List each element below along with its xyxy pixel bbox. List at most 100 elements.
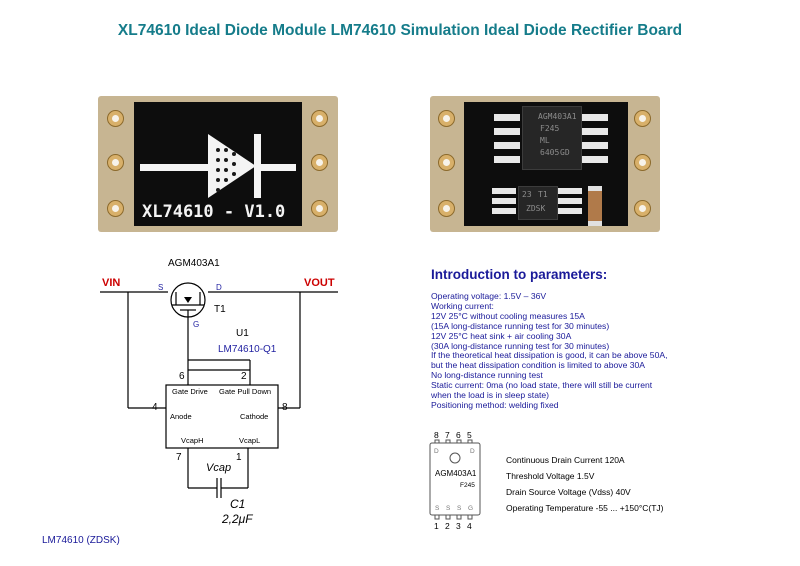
chip-pad	[492, 188, 516, 194]
params-line: 12V 25°C without cooling measures 15A	[431, 310, 585, 321]
params-title: Introduction to parameters:	[431, 267, 608, 282]
ic-pin-gate-drive: Gate Drive	[172, 387, 208, 396]
page-title: XL74610 Ideal Diode Module LM74610 Simul…	[117, 22, 683, 39]
pin-8-label: 8	[282, 402, 288, 413]
mounting-hole	[634, 110, 651, 127]
mounting-hole	[107, 154, 124, 171]
chip1-marking: ML	[540, 136, 550, 145]
mounting-hole	[107, 110, 124, 127]
chip2-marking: 23	[522, 190, 532, 199]
specs-list: Continuous Drain Current 120A Threshold …	[506, 452, 664, 516]
pin-4-label: 4	[152, 402, 158, 413]
transistor-ref: T1	[214, 304, 226, 315]
package-pin-label: 5	[467, 430, 472, 440]
mounting-hole	[634, 154, 651, 171]
params-line: Working current:	[431, 300, 494, 311]
package-pin-label: 7	[445, 430, 450, 440]
board-silkscreen-label: XL74610 - V1.0	[142, 202, 286, 222]
chip-pad	[494, 114, 520, 121]
capacitor-ref: C1	[230, 497, 246, 511]
chip-pad	[582, 142, 608, 149]
board-back-photo: AGM403A1 F245 ML 6405 GD 23 T1 ZDSK	[430, 96, 660, 232]
smd-capacitor	[588, 186, 602, 226]
drain-pin-label: D	[216, 283, 222, 292]
chip-pad	[494, 142, 520, 149]
params-list: Operating voltage: 1.5V – 36V Working cu…	[431, 291, 668, 411]
gate-pin-label: G	[193, 320, 200, 329]
pin-7-label: 7	[176, 452, 182, 463]
package-pin-label: 1	[434, 521, 439, 531]
chip-pad	[492, 208, 516, 214]
package-pin-label: 4	[467, 521, 472, 531]
spec-line: Threshold Voltage 1.5V	[506, 471, 595, 481]
source-pin-label: S	[158, 283, 164, 292]
vout-label: VOUT	[304, 277, 335, 289]
chip-pad	[494, 156, 520, 163]
package-s-label: S	[435, 505, 440, 512]
package-s-label: S	[446, 505, 451, 512]
chip-pad	[558, 198, 582, 204]
ic-pin-cathode: Cathode	[240, 412, 269, 421]
spec-line: Operating Temperature -55 ... +150°C(TJ)	[506, 503, 664, 513]
params-line: No long-distance running test	[431, 370, 543, 381]
package-pin-label: 3	[456, 521, 461, 531]
ic-part-label: LM74610-Q1	[218, 344, 277, 355]
params-line: (30A long-distance running test for 30 m…	[431, 340, 610, 351]
ic-pin-gate-pull-down: Gate Pull Down	[219, 387, 272, 396]
package-s-label: S	[457, 505, 462, 512]
vin-label: VIN	[102, 277, 121, 289]
chip1-marking: GD	[560, 148, 570, 157]
pin-2-label: 2	[241, 371, 247, 382]
ic-ref: U1	[236, 328, 249, 339]
mounting-hole	[438, 200, 455, 217]
mosfet-chip	[522, 106, 582, 170]
chip-pad	[558, 188, 582, 194]
vcap-label: Vcap	[206, 462, 232, 474]
package-pin-label: 2	[445, 521, 450, 531]
ic-pin-vcapl: VcapL	[239, 436, 261, 445]
chip-pad	[582, 156, 608, 163]
ic-pin-vcaph: VcapH	[181, 436, 204, 445]
package-d-label: D	[470, 448, 475, 455]
footer-label: LM74610 (ZDSK)	[42, 535, 120, 546]
params-line: when the load is in sleep state)	[431, 390, 549, 401]
chip1-marking: AGM403A1	[538, 112, 577, 121]
package-g-label: G	[468, 505, 474, 512]
mounting-hole	[311, 110, 328, 127]
pin-6-label: 6	[179, 371, 185, 382]
package-pin-label: 8	[434, 430, 439, 440]
pin-1-label: 1	[236, 452, 242, 463]
package-pin-label: 6	[456, 430, 461, 440]
diode-symbol-icon	[140, 134, 296, 198]
params-line: Operating voltage: 1.5V – 36V	[431, 291, 547, 301]
params-line: Static current: 0ma (no load state, ther…	[431, 380, 653, 391]
chip-pad	[492, 198, 516, 204]
chip-pad	[582, 128, 608, 135]
chip1-marking: 6405	[540, 148, 560, 157]
chip2-marking: T1	[538, 190, 548, 199]
mounting-hole	[311, 154, 328, 171]
chip-pad	[494, 128, 520, 135]
package-marking: AGM403A1	[435, 469, 477, 478]
controller-chip	[518, 186, 558, 220]
chip-pad	[558, 208, 582, 214]
ic-pin-anode: Anode	[170, 412, 192, 421]
mounting-hole	[438, 110, 455, 127]
package-code: F245	[460, 482, 475, 489]
mounting-hole	[634, 200, 651, 217]
params-line: Positioning method: welding fixed	[431, 399, 559, 410]
chip2-marking: ZDSK	[526, 204, 546, 213]
chip-pad	[582, 114, 608, 121]
capacitor-value: 2,2μF	[222, 512, 253, 526]
mounting-hole	[438, 154, 455, 171]
package-d-label: D	[434, 448, 439, 455]
mounting-hole	[107, 200, 124, 217]
spec-line: Drain Source Voltage (Vdss) 40V	[506, 487, 631, 497]
board-front-photo: XL74610 - V1.0	[98, 96, 338, 232]
params-line: 12V 25°C heat sink + air cooling 30A	[431, 330, 572, 341]
params-line: but the heat dissipation condition is li…	[431, 360, 646, 371]
chip1-marking: F245	[540, 124, 560, 133]
params-line: If the theoretical heat dissipation is g…	[431, 350, 668, 361]
